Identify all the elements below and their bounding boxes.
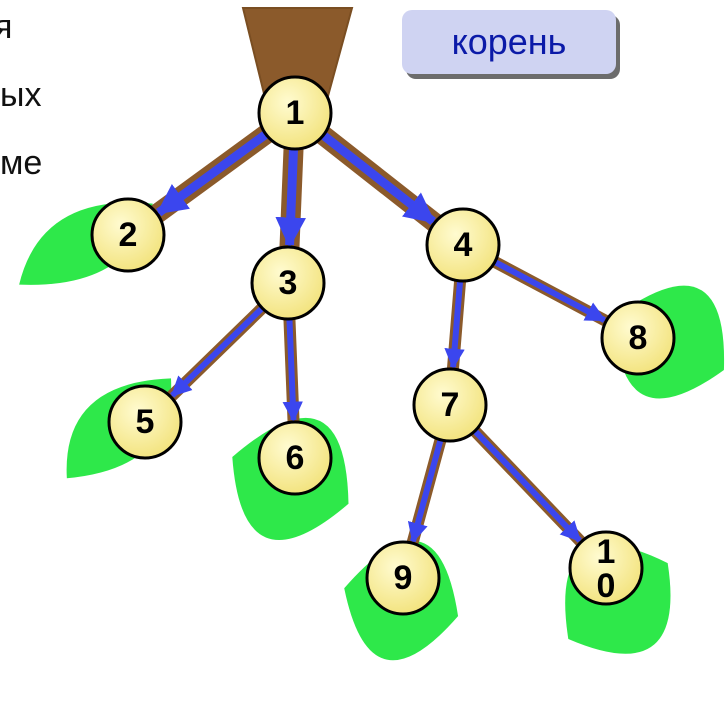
node-2: 2 <box>90 197 166 273</box>
node-label-5: 5 <box>136 403 155 441</box>
node-7: 7 <box>412 367 488 443</box>
node-label-3: 3 <box>279 264 298 302</box>
node-circle-7 <box>412 367 488 443</box>
node-circle-8 <box>600 300 676 376</box>
node-circle-1 <box>257 75 333 151</box>
node-9: 9 <box>365 540 441 616</box>
edge-arrow-1-4 <box>320 131 436 226</box>
node-label-7: 7 <box>441 386 460 424</box>
edge-arrow-1-3 <box>275 148 306 249</box>
node-circle-9 <box>365 540 441 616</box>
node-circle-6 <box>257 420 333 496</box>
node-circle-10 <box>568 530 644 606</box>
node-circle-2 <box>90 197 166 273</box>
node-label-line: 0 <box>597 567 616 605</box>
node-label-9: 9 <box>394 559 413 597</box>
node-label-4: 4 <box>454 226 473 264</box>
node-label-8: 8 <box>629 319 648 357</box>
text-fragment-1: я <box>0 8 13 46</box>
edge-arrow-1-2 <box>156 130 269 217</box>
edge-arrow-4-7 <box>444 280 465 370</box>
node-5: 5 <box>107 384 183 460</box>
root-callout: корень <box>402 10 616 74</box>
text-fragment-3: ме <box>0 144 43 182</box>
node-label-line: 1 <box>597 533 616 571</box>
root-callout-label: корень <box>451 21 567 62</box>
node-8: 8 <box>600 300 676 376</box>
edge-arrow-7-9 <box>407 438 444 544</box>
node-circle-3 <box>250 245 326 321</box>
node-circle-4 <box>425 207 501 283</box>
node-circle-5 <box>107 384 183 460</box>
node-6: 6 <box>257 420 333 496</box>
text-fragment-2: ых <box>0 76 42 114</box>
node-1: 1 <box>257 75 333 151</box>
edge-arrow-3-5 <box>170 305 265 398</box>
node-4: 4 <box>425 207 501 283</box>
node-label-1: 1 <box>286 94 305 132</box>
node-3: 3 <box>250 245 326 321</box>
edge-arrow-3-6 <box>282 318 303 423</box>
node-label-6: 6 <box>286 439 305 477</box>
edge-arrow-4-8 <box>493 259 607 323</box>
edge-arrow-7-10 <box>472 428 582 543</box>
node-label-2: 2 <box>119 216 138 254</box>
